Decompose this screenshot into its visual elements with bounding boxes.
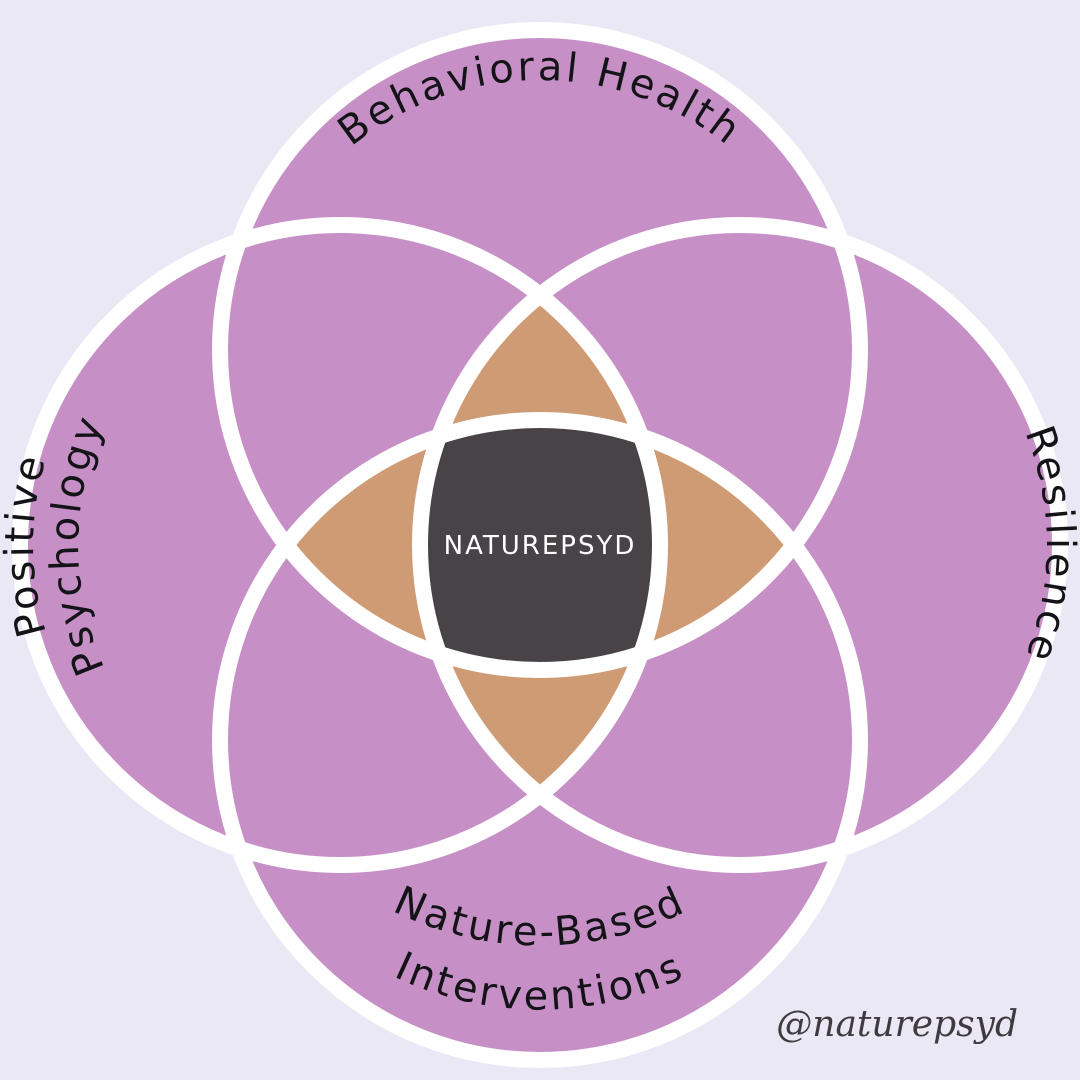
- handle-watermark: @naturepsyd: [776, 1004, 1018, 1045]
- circle-outlines: [12, 22, 1068, 1068]
- center-label: NATUREPSYD: [444, 531, 637, 561]
